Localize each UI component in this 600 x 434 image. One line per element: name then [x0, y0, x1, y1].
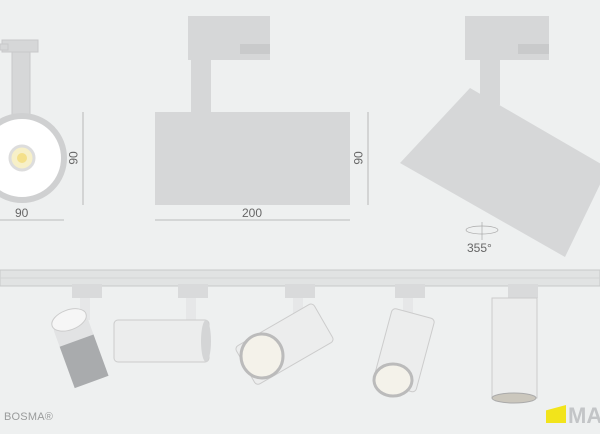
- light-3: [235, 284, 334, 385]
- light-4: [372, 284, 435, 398]
- front-view-fixture: [0, 39, 67, 203]
- front-height-label: 90: [66, 151, 81, 165]
- track-rail: [0, 269, 600, 287]
- logo-mark-icon: [546, 405, 566, 423]
- side-height-label: 90: [351, 151, 366, 165]
- logo-text: МА: [568, 403, 600, 428]
- light-5: [491, 284, 538, 404]
- dimension-lines: [0, 112, 369, 221]
- rotated-view-fixture: [400, 16, 600, 257]
- rotation-label: 355°: [467, 241, 492, 255]
- side-width-label: 200: [242, 206, 263, 220]
- brand-name: BOSMA®: [4, 411, 54, 423]
- light-2: [113, 284, 211, 363]
- front-width-label: 90: [15, 206, 29, 220]
- side-view-fixture: [155, 16, 350, 205]
- light-1: [51, 284, 109, 389]
